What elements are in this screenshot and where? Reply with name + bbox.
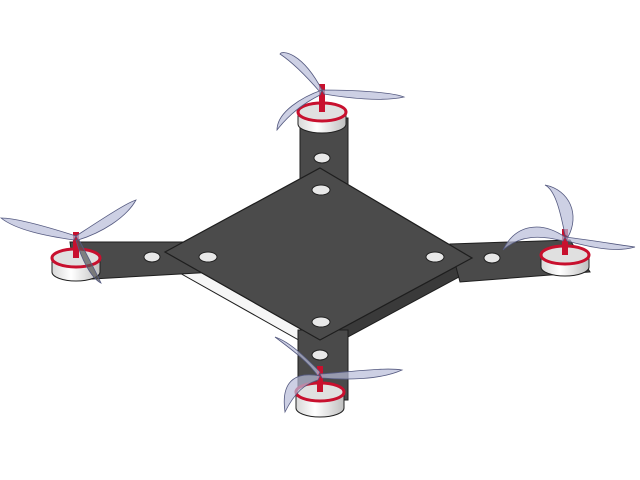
propeller-icon xyxy=(502,184,636,251)
motor-left xyxy=(0,199,137,284)
motor-top xyxy=(276,52,406,134)
mount-hole xyxy=(311,184,331,196)
mount-hole xyxy=(311,316,331,328)
mount-hole xyxy=(313,152,331,164)
mount-hole xyxy=(198,251,218,263)
center-plate xyxy=(163,167,474,341)
motor-bottom xyxy=(274,336,404,418)
mount-hole xyxy=(143,251,161,263)
propeller-icon xyxy=(0,199,137,284)
mount-hole xyxy=(483,252,501,264)
propeller-icon xyxy=(274,336,404,414)
mount-hole xyxy=(425,251,445,263)
mount-hole xyxy=(311,349,329,361)
motor-right xyxy=(502,184,636,277)
propeller-icon xyxy=(276,52,406,132)
